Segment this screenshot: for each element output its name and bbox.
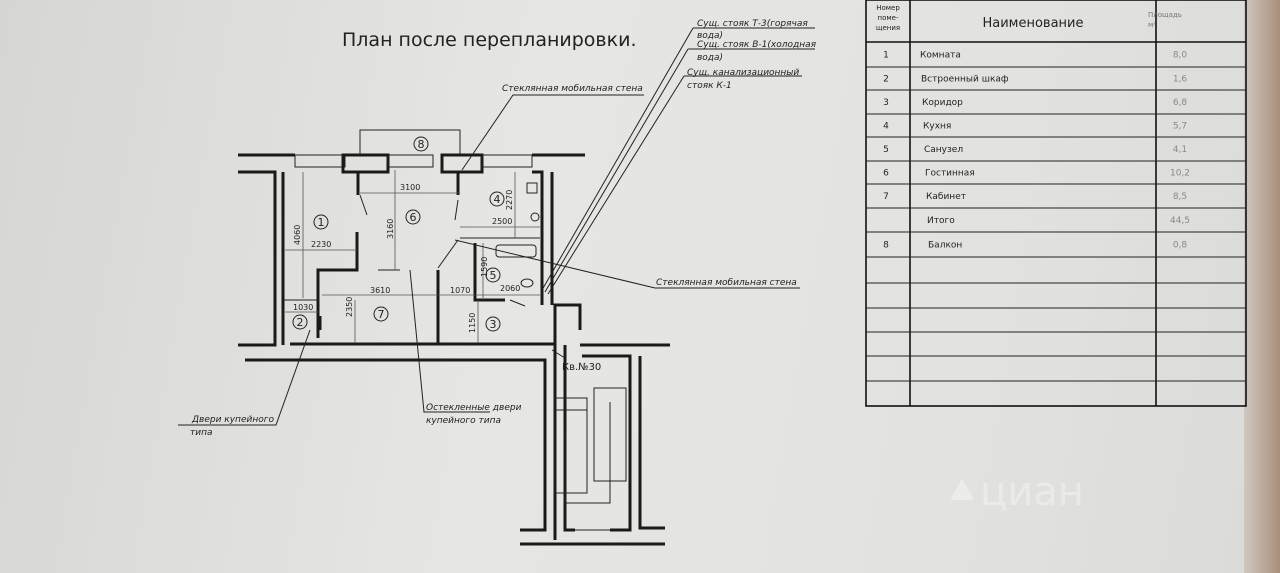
- table-header-area: Площадь: [1148, 11, 1182, 19]
- dim-2500: 2500: [492, 217, 512, 226]
- table-row: 7 Кабинет 8,5: [883, 192, 1187, 202]
- row-area: 8,0: [1173, 51, 1188, 61]
- dim-1150: 1150: [468, 313, 477, 333]
- row-name: Балкон: [928, 241, 962, 251]
- row-area: 10,2: [1170, 169, 1190, 179]
- row-name: Кабинет: [926, 192, 966, 202]
- photo-background-edge: [1244, 0, 1280, 573]
- row-area: 6,8: [1173, 98, 1188, 108]
- header-number-line: щения: [876, 24, 900, 32]
- callout-glass-wall-right: Стеклянная мобильная стена: [656, 278, 797, 288]
- table-row: 5 Санузел 4,1: [883, 145, 1187, 155]
- callouts: Сущ. стояк Т-3(горячая вода) Сущ. стояк …: [178, 19, 817, 438]
- table-header-area-unit: м²: [1148, 21, 1156, 29]
- row-name: Коридор: [922, 98, 963, 108]
- callout-glazed-doors-cont: купейного типа: [426, 416, 501, 426]
- staircase: [554, 387, 627, 504]
- table-row: Итого 44,5: [927, 216, 1190, 226]
- row-number: 3: [883, 98, 889, 108]
- row-area: 5,7: [1173, 122, 1187, 132]
- table-row: 2 Встроенный шкаф 1,6: [883, 75, 1187, 85]
- dim-3100: 3100: [400, 183, 420, 192]
- dim-1030: 1030: [293, 303, 313, 312]
- room-schedule-table: Номер поме- щения Наименование Площадь м…: [865, 0, 1247, 407]
- table-row: 1 Комната 8,0: [883, 51, 1187, 61]
- room-number-6: 6: [410, 211, 417, 224]
- room-number-2: 2: [297, 316, 304, 329]
- row-number: 2: [883, 75, 889, 85]
- row-name: Встроенный шкаф: [921, 75, 1009, 85]
- callout-cold-riser-cont: вода): [697, 53, 723, 63]
- callout-glazed-doors: Остекленные двери: [426, 403, 522, 413]
- row-name: Комната: [920, 51, 961, 61]
- table-row: 3 Коридор 6,8: [883, 98, 1187, 108]
- walls: [238, 129, 670, 546]
- table-header-number: Номер поме- щения: [876, 4, 900, 32]
- dim-1590: 1590: [480, 257, 489, 277]
- plan-title: План после перепланировки.: [342, 29, 637, 51]
- room-number-1: 1: [318, 216, 325, 229]
- dimension-lines: [285, 170, 540, 343]
- callout-glass-wall-top: Стеклянная мобильная стена: [502, 84, 643, 94]
- callout-sliding-doors-cont: типа: [190, 428, 213, 438]
- dim-3160: 3160: [386, 219, 395, 239]
- dim-2060: 2060: [500, 284, 520, 293]
- room-number-3: 3: [490, 318, 497, 331]
- callout-hot-riser-cont: вода): [697, 31, 723, 41]
- callout-sewer-riser: Сущ. канализационный: [687, 68, 799, 78]
- header-number-line: поме-: [878, 14, 899, 22]
- cian-watermark: циан: [950, 469, 1084, 515]
- dimension-labels: 3100 3160 2500 2270 2230 4060 3610 1070 …: [293, 183, 520, 333]
- table-row: 8 Балкон 0,8: [883, 241, 1187, 251]
- row-number: 4: [883, 122, 889, 132]
- room-number-4: 4: [494, 193, 501, 206]
- row-area: 0,8: [1173, 241, 1188, 251]
- row-name: Кухня: [923, 122, 951, 132]
- room-number-5: 5: [490, 269, 497, 282]
- table-row: 6 Гостинная 10,2: [883, 169, 1190, 179]
- room-number-7: 7: [378, 308, 385, 321]
- callout-hot-riser: Сущ. стояк Т-3(горячая: [697, 19, 808, 29]
- row-name: Гостинная: [925, 169, 975, 179]
- row-area: 8,5: [1173, 192, 1187, 202]
- row-number: 1: [883, 51, 889, 61]
- header-number-line: Номер: [876, 4, 900, 12]
- callout-sliding-doors: Двери купейного: [191, 415, 274, 425]
- callout-cold-riser: Сущ. стояк В-1(холодная: [697, 40, 817, 50]
- row-name: Санузел: [924, 145, 963, 155]
- callout-sewer-riser-cont: стояк К-1: [687, 81, 732, 91]
- dim-2350: 2350: [345, 297, 354, 317]
- dim-3610: 3610: [370, 286, 390, 295]
- row-number: 6: [883, 169, 889, 179]
- dim-4060: 4060: [293, 225, 302, 245]
- row-number: 5: [883, 145, 889, 155]
- row-area: 1,6: [1173, 75, 1188, 85]
- row-area: 44,5: [1170, 216, 1190, 226]
- table-header-name: Наименование: [982, 16, 1083, 31]
- dim-2230: 2230: [311, 240, 331, 249]
- room-number-8: 8: [418, 138, 425, 151]
- partitions: [283, 172, 540, 343]
- room-numbers: 1 2 3 4 5 6 7 8: [292, 136, 505, 332]
- dim-2270: 2270: [505, 190, 514, 210]
- row-area: 4,1: [1173, 145, 1187, 155]
- row-number: 8: [883, 241, 889, 251]
- svg-text:циан: циан: [980, 469, 1084, 515]
- apartment-label: Кв.№30: [562, 362, 601, 373]
- dim-1070: 1070: [450, 286, 470, 295]
- table-row: 4 Кухня 5,7: [883, 122, 1187, 132]
- row-name: Итого: [927, 216, 955, 226]
- row-number: 7: [883, 192, 889, 202]
